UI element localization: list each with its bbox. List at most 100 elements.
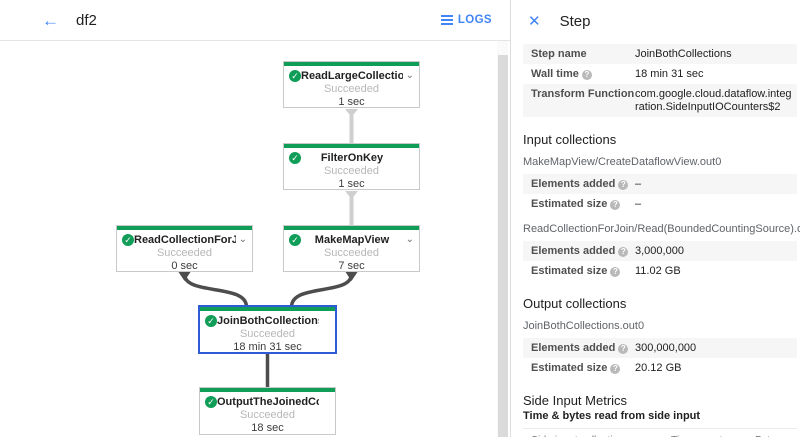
input-collections-heading: Input collections [523, 132, 617, 147]
collection-metrics: Elements added? 300,000,000 Estimated si… [523, 338, 797, 378]
help-icon[interactable]: ? [618, 247, 629, 257]
back-arrow-icon[interactable]: ← [42, 10, 59, 30]
node-status: Succeeded [156, 247, 213, 259]
logs-button-label: LOGS [457, 14, 492, 26]
step-summary-table: Step name JoinBothCollections Wall time?… [523, 44, 797, 117]
success-check-icon: ✓ [289, 233, 301, 246]
node-status-bar [284, 226, 419, 230]
column-header: Side input collection [531, 434, 671, 437]
summary-row-step-name: Step name JoinBothCollections [523, 44, 797, 64]
row-value: 20.12 GB [635, 362, 682, 374]
close-icon[interactable]: ✕ [528, 12, 541, 30]
graph-scrollbar-thumb[interactable] [498, 55, 508, 437]
row-value: 300,000,000 [635, 342, 697, 354]
summary-row-transform-function: Transform Function com.google.cloud.data… [523, 84, 797, 117]
success-check-icon: ✓ [289, 151, 301, 164]
side-input-table-header: Side input collection Time spent reading… [523, 428, 797, 437]
help-icon[interactable]: ? [610, 364, 621, 374]
chevron-down-icon[interactable]: ⌄ [405, 233, 414, 245]
row-value: JoinBothCollections [635, 48, 732, 60]
row-label: Estimated size? [531, 362, 635, 375]
node-time: 18 sec [251, 422, 284, 434]
collection-name: ReadCollectionForJoin/Read(BoundedCounti… [523, 223, 800, 235]
row-label: Step name [531, 48, 587, 60]
collection-metrics: Elements added? 3,000,000 Estimated size… [523, 241, 797, 281]
column-header: Time spent reading [671, 434, 755, 437]
node-status-bar [284, 62, 419, 66]
node-time: 1 sec [338, 178, 365, 190]
node-time: 1 sec [338, 96, 365, 108]
logs-list-icon [440, 15, 453, 25]
estimated-size-row: Estimated size? 11.02 GB [523, 261, 797, 281]
node-status-bar [200, 307, 335, 311]
node-time: 0 sec [171, 260, 198, 272]
job-title: df2 [76, 11, 97, 29]
collection-name: MakeMapView/CreateDataflowView.out0 [523, 156, 722, 168]
node-status: Succeeded [323, 247, 380, 259]
node-title: JoinBothCollections [217, 314, 319, 327]
side-input-metrics-subheading: Time & bytes read from side input [523, 410, 701, 422]
node-title: FilterOnKey [320, 151, 384, 164]
graph-node-outputthejoined[interactable]: ✓ OutputTheJoinedCollec... Succeeded 18 … [199, 387, 336, 435]
step-panel-title: Step [559, 12, 591, 30]
help-icon[interactable]: ? [610, 267, 621, 277]
graph-node-readlargecollection[interactable]: ✓ ReadLargeCollectionFr... ⌄ Succeeded 1… [283, 61, 420, 108]
graph-node-joinbothcollections[interactable]: ✓ JoinBothCollections Succeeded 18 min 3… [198, 305, 337, 354]
row-label: Elements added? [531, 245, 635, 258]
side-input-metrics-heading: Side Input Metrics [523, 393, 628, 408]
node-status-bar [200, 388, 335, 392]
success-check-icon: ✓ [205, 314, 217, 327]
logs-button[interactable]: LOGS [440, 14, 492, 26]
column-header: Bytes read [755, 434, 797, 437]
estimated-size-row: Estimated size? – [523, 194, 797, 214]
row-value: 3,000,000 [635, 245, 684, 257]
step-panel-header: ✕ Step [511, 0, 800, 42]
elements-added-row: Elements added? 3,000,000 [523, 241, 797, 261]
chevron-down-icon[interactable]: ⌄ [238, 233, 247, 245]
node-time: 7 sec [338, 260, 365, 272]
row-label: Estimated size? [531, 198, 635, 211]
node-status: Succeeded [323, 83, 380, 95]
node-title: MakeMapView [314, 233, 390, 246]
success-check-icon: ✓ [205, 395, 217, 408]
row-value: – [635, 198, 642, 210]
node-title: ReadLargeCollectionFr... [301, 69, 403, 82]
node-status-bar [117, 226, 252, 230]
collection-name: JoinBothCollections.out0 [523, 320, 645, 332]
graph-node-readcollectionforjoin[interactable]: ✓ ReadCollectionForJoin ⌄ Succeeded 0 se… [116, 225, 253, 272]
node-status: Succeeded [239, 409, 296, 421]
row-label: Wall time? [531, 68, 635, 81]
success-check-icon: ✓ [289, 69, 301, 82]
graph-node-filteronkey[interactable]: ✓ FilterOnKey Succeeded 1 sec [283, 143, 420, 190]
graph-edges [178, 109, 358, 388]
summary-row-wall-time: Wall time? 18 min 31 sec [523, 64, 797, 84]
node-status-bar [284, 144, 419, 148]
row-value: 18 min 31 sec [635, 68, 704, 80]
graph-node-makemapview[interactable]: ✓ MakeMapView ⌄ Succeeded 7 sec [283, 225, 420, 272]
help-icon[interactable]: ? [610, 200, 621, 210]
collection-metrics: Elements added? – Estimated size? – [523, 174, 797, 214]
row-value: – [635, 178, 642, 190]
elements-added-row: Elements added? – [523, 174, 797, 194]
row-value: 11.02 GB [635, 265, 681, 277]
row-value: com.google.cloud.dataflow.integration.Si… [635, 88, 792, 113]
node-time: 18 min 31 sec [233, 341, 302, 353]
node-status: Succeeded [239, 328, 296, 340]
help-icon[interactable]: ? [581, 70, 592, 80]
elements-added-row: Elements added? 300,000,000 [523, 338, 797, 358]
estimated-size-row: Estimated size? 20.12 GB [523, 358, 797, 378]
help-icon[interactable]: ? [618, 344, 629, 354]
help-icon[interactable]: ? [618, 180, 629, 190]
row-label: Elements added? [531, 178, 635, 191]
job-graph-canvas[interactable]: ✓ ReadLargeCollectionFr... ⌄ Succeeded 1… [0, 41, 496, 437]
node-status: Succeeded [323, 165, 380, 177]
job-header: ← df2 LOGS [0, 0, 510, 41]
row-label: Estimated size? [531, 265, 635, 278]
step-details-panel: ✕ Step Step name JoinBothCollections Wal… [510, 0, 800, 437]
node-title: OutputTheJoinedCollec... [217, 395, 319, 408]
row-label: Elements added? [531, 342, 635, 355]
success-check-icon: ✓ [122, 233, 134, 246]
chevron-down-icon[interactable]: ⌄ [405, 69, 414, 81]
node-title: ReadCollectionForJoin [134, 233, 236, 246]
